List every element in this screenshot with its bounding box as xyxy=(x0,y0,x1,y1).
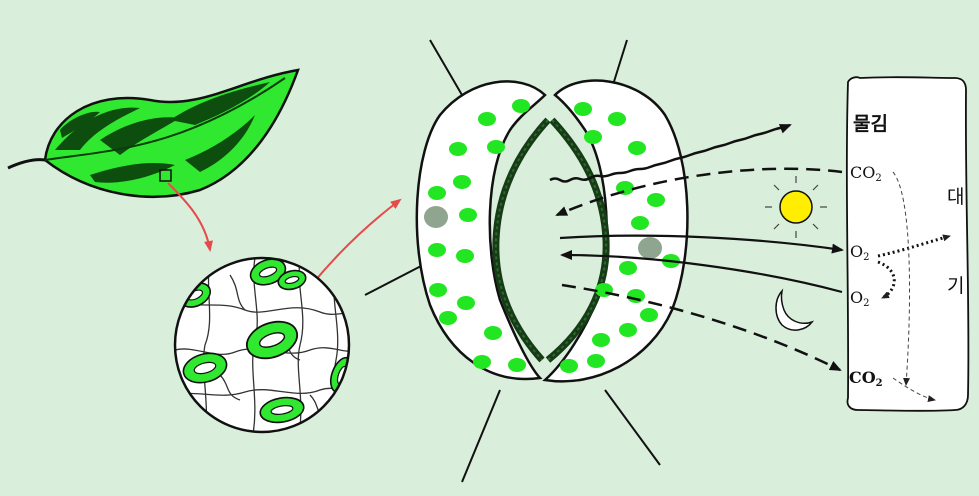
nucleus-left xyxy=(424,206,448,228)
leaf-stem xyxy=(8,160,45,168)
crescent-moon-icon xyxy=(776,291,812,330)
label-atmosphere-top: 대 xyxy=(947,186,964,208)
sun-icon xyxy=(765,176,827,238)
label-water-vapor: 물김 xyxy=(853,113,888,135)
leaf xyxy=(8,70,298,197)
label-atmosphere-bottom: 기 xyxy=(947,275,964,297)
nucleus-right xyxy=(638,237,662,259)
arrow-o2-out xyxy=(560,236,842,250)
epidermis-magnified-view xyxy=(175,255,358,440)
stoma xyxy=(365,40,687,482)
